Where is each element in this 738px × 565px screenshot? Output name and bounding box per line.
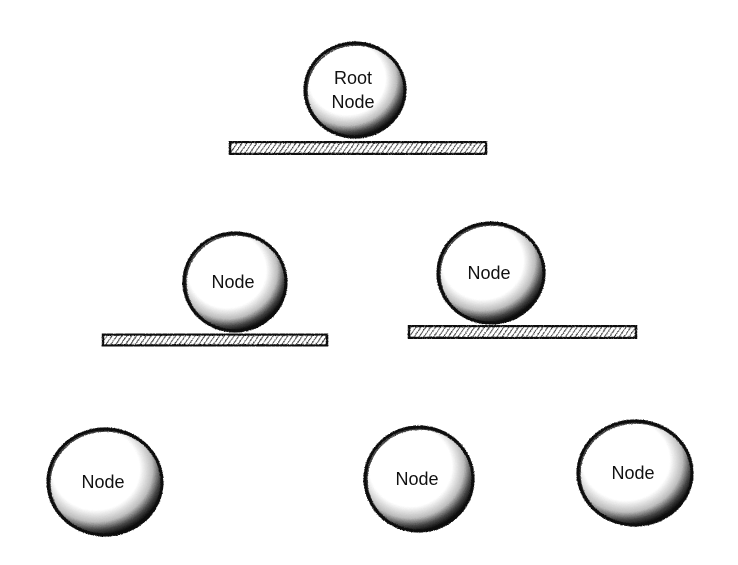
node-label: Node: [211, 272, 254, 292]
node-label: Node: [331, 92, 374, 112]
node-label: Node: [81, 472, 124, 492]
crossbar-root: [228, 140, 488, 156]
node-outline-sketch: [439, 224, 545, 324]
tree-edges: [101, 140, 639, 429]
node-label: Node: [611, 463, 654, 483]
node-outline-sketch: [579, 422, 693, 526]
tree-node-left: Node: [182, 231, 288, 333]
tree-node-right-child-2: Node: [576, 419, 694, 527]
node-outline-sketch: [366, 428, 474, 532]
node-outline-sketch: [306, 44, 406, 138]
tree-node-left-child: Node: [46, 427, 164, 537]
node-label: Node: [395, 469, 438, 489]
crossbar-left: [101, 333, 329, 347]
tree-node-right-child-1: Node: [363, 425, 475, 533]
node-outline-sketch: [49, 430, 163, 536]
node-outline-sketch: [185, 234, 287, 332]
tree-node-right: Node: [436, 221, 546, 325]
node-label: Node: [467, 263, 510, 283]
node-label: Root: [334, 68, 372, 88]
crossbar-right: [407, 324, 638, 340]
